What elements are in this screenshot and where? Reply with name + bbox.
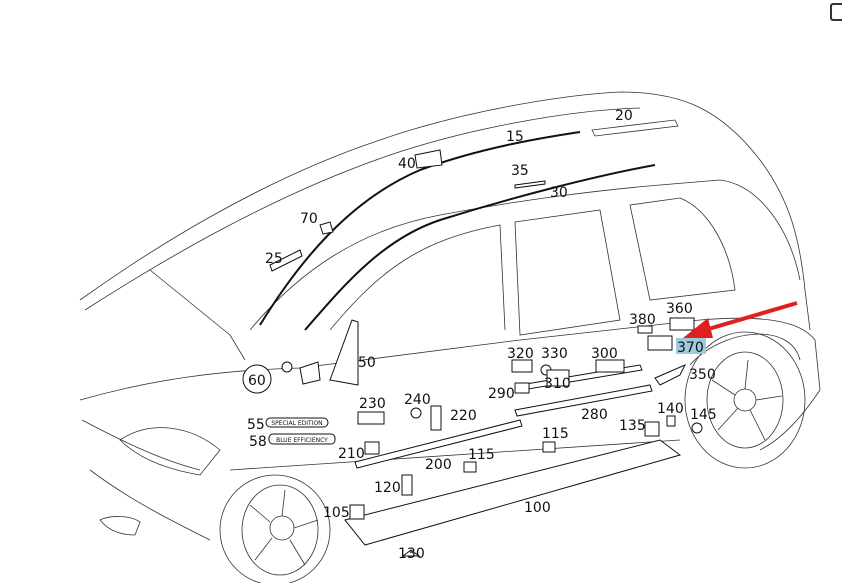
label-380: 380 bbox=[629, 312, 656, 328]
part-labels: 20 15 40 35 30 70 25 50 60 380 360 370 3… bbox=[247, 108, 717, 562]
trim-parts bbox=[259, 119, 703, 557]
label-15: 15 bbox=[506, 129, 524, 145]
label-140: 140 bbox=[657, 401, 684, 417]
label-135: 135 bbox=[619, 418, 646, 434]
label-100: 100 bbox=[524, 500, 551, 516]
badge-text: BLUE EFFICIENCY bbox=[276, 437, 328, 444]
label-290: 290 bbox=[488, 386, 515, 402]
label-30: 30 bbox=[550, 185, 568, 201]
label-120: 120 bbox=[374, 480, 401, 496]
label-145: 145 bbox=[690, 407, 717, 423]
label-360: 360 bbox=[666, 301, 693, 317]
label-220: 220 bbox=[450, 408, 477, 424]
label-50: 50 bbox=[358, 355, 376, 371]
label-25: 25 bbox=[265, 251, 283, 267]
label-115: 115 bbox=[468, 447, 495, 463]
label-330: 330 bbox=[541, 346, 568, 362]
label-70: 70 bbox=[300, 211, 318, 227]
badge-text: SPECIAL EDITION bbox=[271, 420, 322, 427]
label-310: 310 bbox=[544, 376, 571, 392]
label-370: 370 bbox=[677, 340, 704, 356]
label-320: 320 bbox=[507, 346, 534, 362]
highlight-box bbox=[676, 338, 706, 354]
label-115: 115 bbox=[542, 426, 569, 442]
callout-circle bbox=[242, 364, 272, 394]
label-130: 130 bbox=[398, 546, 425, 562]
label-105: 105 bbox=[323, 505, 350, 521]
badge-blue-efficiency: BLUE EFFICIENCY bbox=[268, 433, 336, 445]
label-40: 40 bbox=[398, 156, 416, 172]
label-200: 200 bbox=[425, 457, 452, 473]
label-55: 55 bbox=[247, 417, 265, 433]
window-control-icon[interactable] bbox=[830, 3, 842, 21]
label-240: 240 bbox=[404, 392, 431, 408]
car-body-outline bbox=[79, 91, 821, 583]
label-300: 300 bbox=[591, 346, 618, 362]
label-20: 20 bbox=[615, 108, 633, 124]
label-350: 350 bbox=[689, 367, 716, 383]
label-280: 280 bbox=[581, 407, 608, 423]
label-58: 58 bbox=[249, 434, 267, 450]
label-230: 230 bbox=[359, 396, 386, 412]
label-210: 210 bbox=[338, 446, 365, 462]
label-35: 35 bbox=[511, 163, 529, 179]
badge-special-edition: SPECIAL EDITION bbox=[265, 417, 329, 428]
label-60: 60 bbox=[248, 373, 266, 389]
red-arrow-icon bbox=[683, 301, 798, 338]
